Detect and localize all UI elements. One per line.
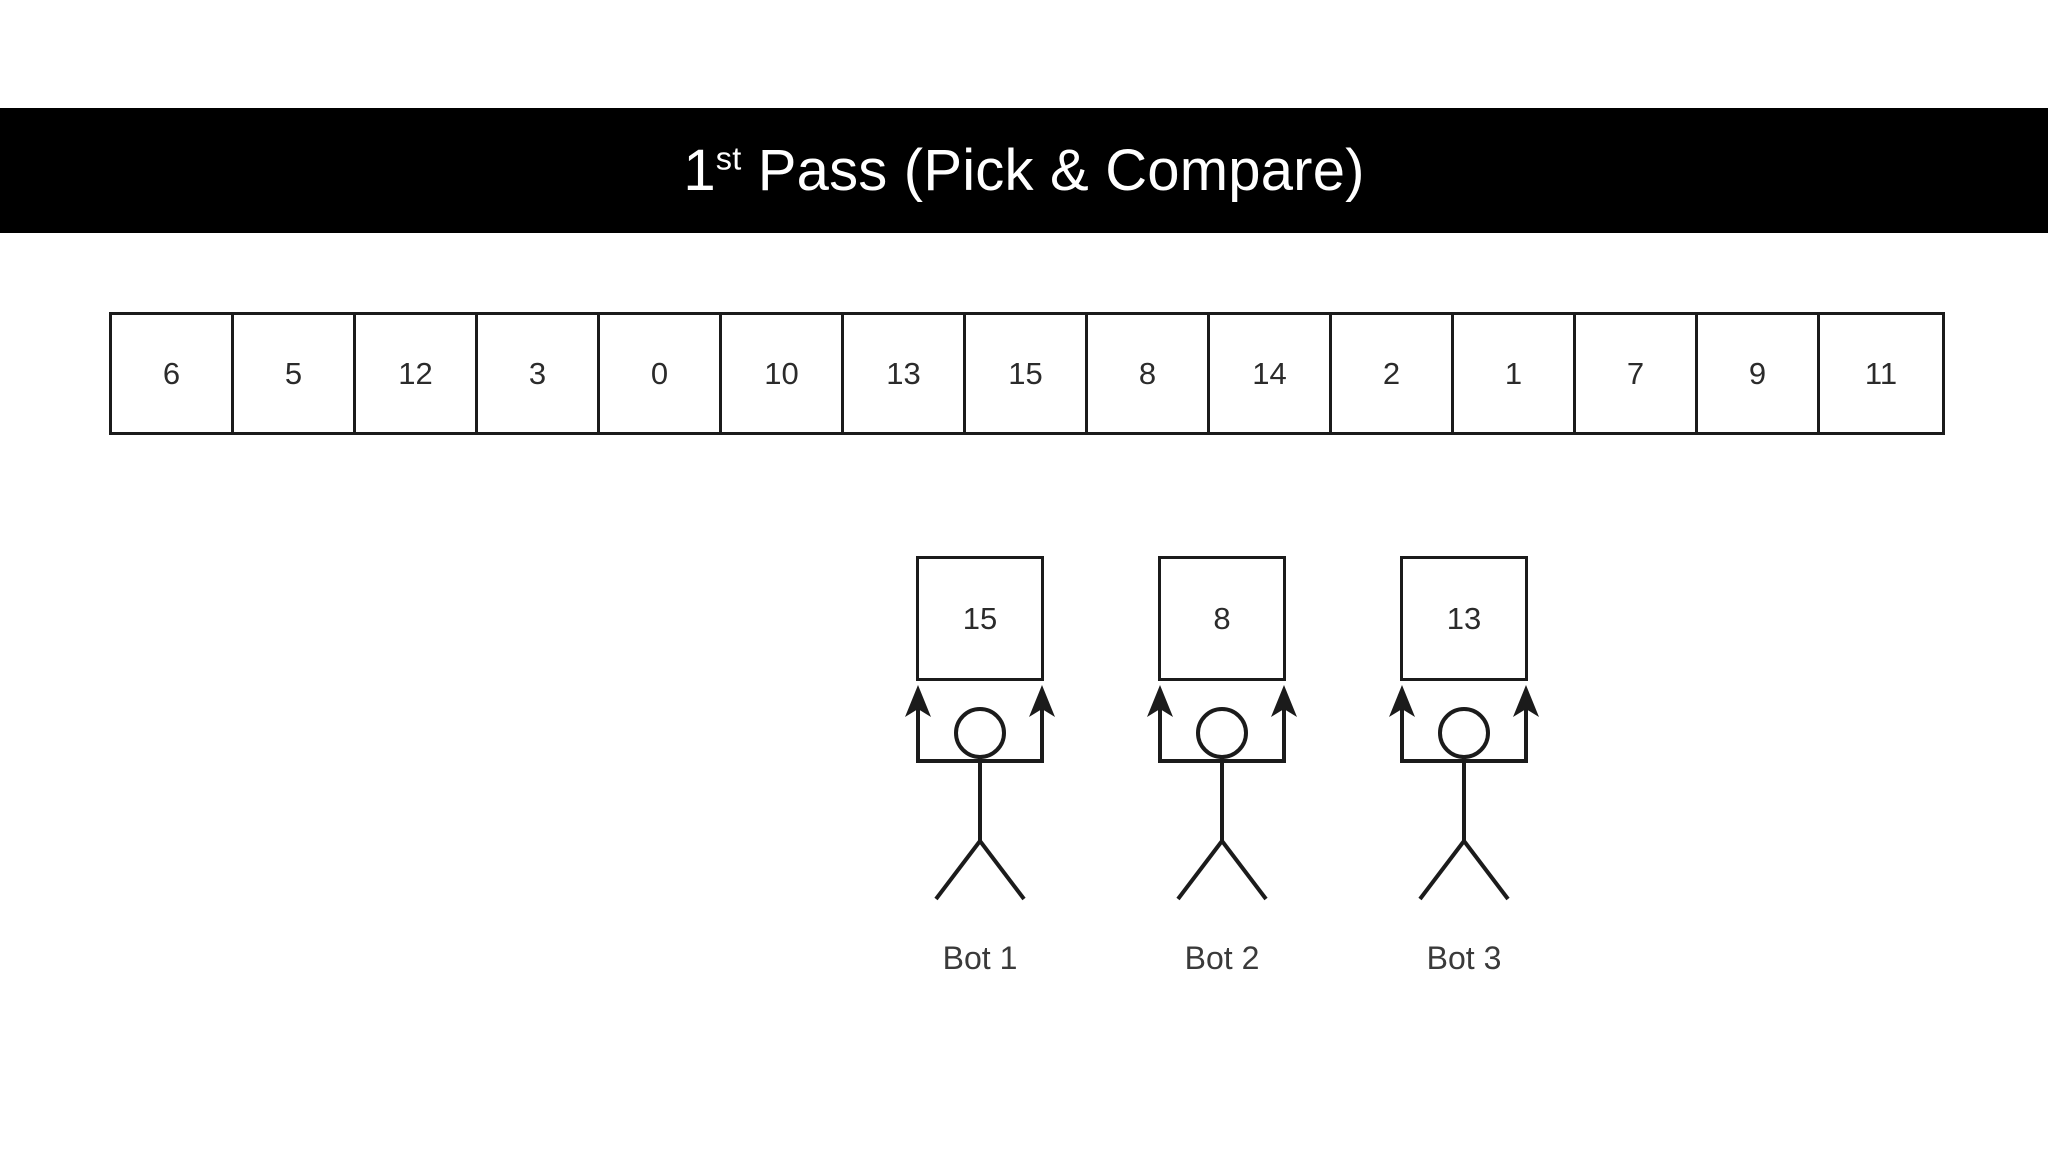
array-cell[interactable]: 8 xyxy=(1088,315,1210,432)
title-number: 1 xyxy=(683,137,716,203)
array-cell[interactable]: 3 xyxy=(478,315,600,432)
bot-held-value-box[interactable]: 13 xyxy=(1400,556,1528,681)
array-cell[interactable]: 6 xyxy=(112,315,234,432)
array-cell[interactable]: 12 xyxy=(356,315,478,432)
left-arrow-head-icon xyxy=(1389,685,1415,717)
array-cell[interactable]: 14 xyxy=(1210,315,1332,432)
page-title: 1st Pass (Pick & Compare) xyxy=(683,140,1364,200)
array-cell[interactable]: 1 xyxy=(1454,315,1576,432)
array-cell[interactable]: 10 xyxy=(722,315,844,432)
left-leg xyxy=(934,839,982,901)
array-cell[interactable]: 15 xyxy=(966,315,1088,432)
bot-label: Bot 2 xyxy=(1184,940,1260,976)
bot-held-value-box[interactable]: 8 xyxy=(1158,556,1286,681)
right-arrow-head-icon xyxy=(1513,685,1539,717)
stick-figure-icon xyxy=(1147,685,1297,901)
bot-held-value-box[interactable]: 15 xyxy=(916,556,1044,681)
stick-figure-icon xyxy=(905,685,1055,901)
left-arrow-head-icon xyxy=(905,685,931,717)
title-rest: Pass (Pick & Compare) xyxy=(741,137,1365,203)
right-leg xyxy=(1220,839,1268,901)
array-cell[interactable]: 7 xyxy=(1576,315,1698,432)
head-icon xyxy=(954,707,1006,759)
title-banner: 1st Pass (Pick & Compare) xyxy=(0,108,2048,233)
right-arrow-head-icon xyxy=(1271,685,1297,717)
array-cell[interactable]: 11 xyxy=(1820,315,1942,432)
array-cell[interactable]: 9 xyxy=(1698,315,1820,432)
left-leg xyxy=(1418,839,1466,901)
title-ordinal-suffix: st xyxy=(715,140,742,177)
array-cell[interactable]: 2 xyxy=(1332,315,1454,432)
right-leg xyxy=(978,839,1026,901)
array-cell[interactable]: 5 xyxy=(234,315,356,432)
right-leg xyxy=(1462,839,1510,901)
array-cell[interactable]: 0 xyxy=(600,315,722,432)
head-icon xyxy=(1438,707,1490,759)
left-arrow-head-icon xyxy=(1147,685,1173,717)
left-leg xyxy=(1176,839,1224,901)
head-icon xyxy=(1196,707,1248,759)
array-cell[interactable]: 13 xyxy=(844,315,966,432)
bot-label: Bot 3 xyxy=(1426,940,1502,976)
stick-figure-icon xyxy=(1389,685,1539,901)
right-arrow-head-icon xyxy=(1029,685,1055,717)
bot-label: Bot 1 xyxy=(942,940,1018,976)
